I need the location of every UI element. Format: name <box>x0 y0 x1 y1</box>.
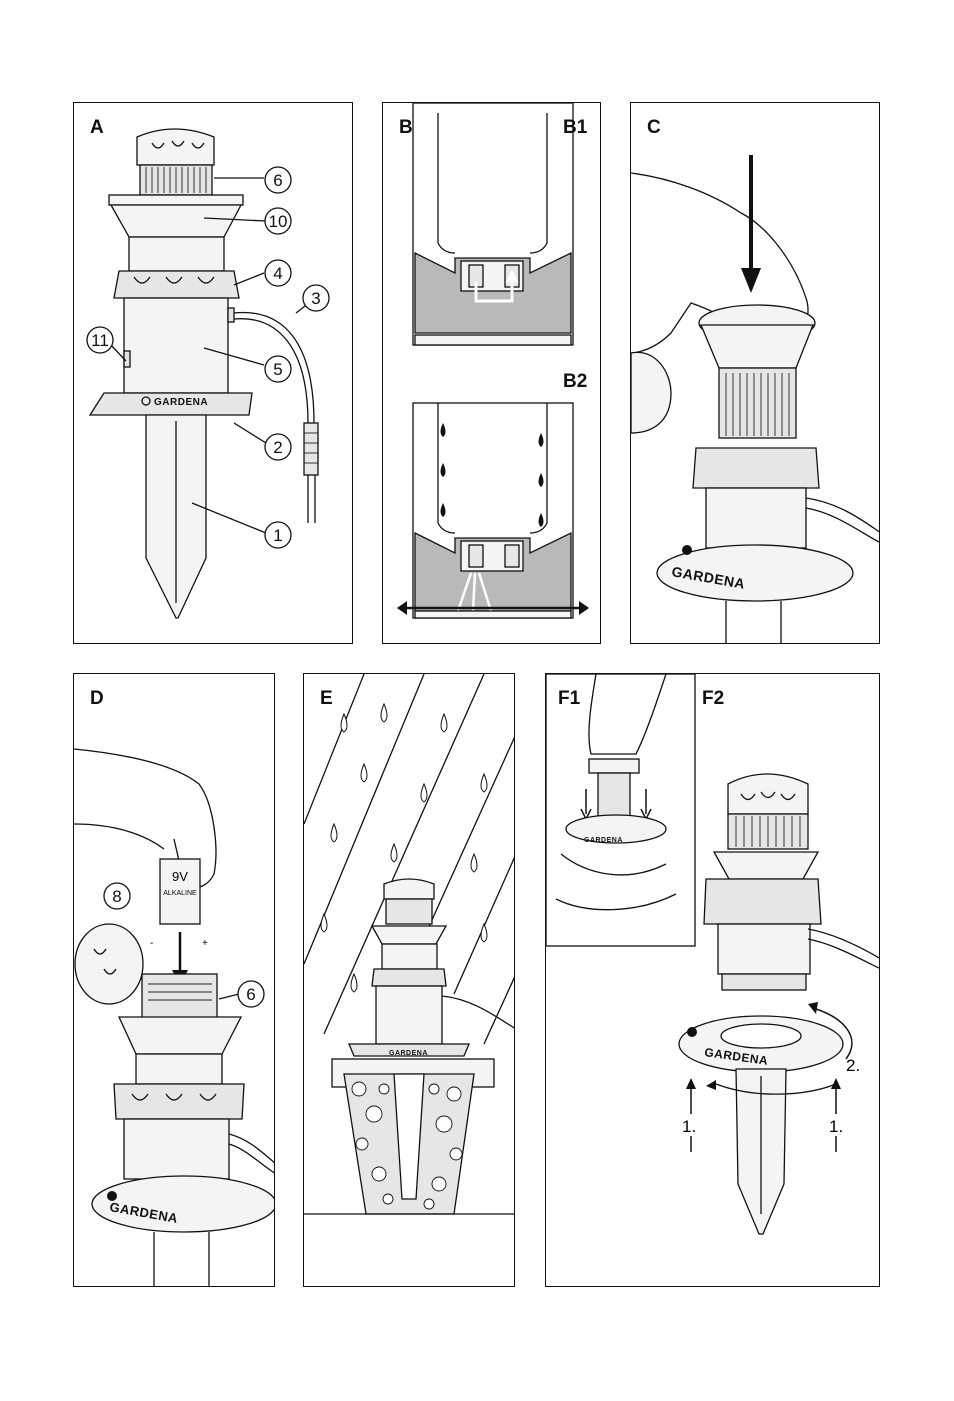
hand-icon <box>588 674 667 755</box>
panel-c-label: C <box>647 117 661 138</box>
battery-type: ALKALINE <box>163 890 197 897</box>
panel-d-label: D <box>90 688 104 709</box>
step-1-label-right: 1. <box>829 1117 843 1136</box>
battery-voltage: 9V <box>172 869 188 884</box>
brand-f1: GARDENA <box>584 837 623 844</box>
brand-a: GARDENA <box>154 397 208 408</box>
panel-b: B B1 B2 <box>382 102 601 644</box>
arrow-up-icon <box>686 1078 696 1089</box>
valve-cross-section <box>397 103 589 619</box>
panel-e-label: E <box>320 688 333 709</box>
callout-3: 3 <box>311 289 320 308</box>
panel-f2-label: F2 <box>702 688 725 709</box>
spike-assembly-illustration: GARDENA GARDENA 2. 1. 1 <box>546 674 879 1235</box>
rotate-arrow-icon <box>815 1008 853 1060</box>
panel-a-label: A <box>90 117 104 138</box>
step-2-label: 2. <box>846 1056 860 1075</box>
panel-f: F1 F2 GARDENA GARDENA 2. <box>545 673 880 1287</box>
callout-8: 8 <box>112 887 121 906</box>
battery-insert-illustration: 9V ALKALINE - + GARDENA 8 6 <box>74 748 274 1286</box>
panel-b1-label: B1 <box>563 117 588 138</box>
callout-6: 6 <box>273 171 282 190</box>
sensor-exploded-view: GARDENA 6 10 4 3 11 5 2 1 <box>86 128 330 619</box>
panel-e: E GARDENA <box>303 673 515 1287</box>
callout-10: 10 <box>269 212 288 231</box>
panel-a: A GARDENA <box>73 102 353 644</box>
panel-b2-label: B2 <box>563 371 588 392</box>
callout-11: 11 <box>91 331 109 350</box>
panel-f1-label: F1 <box>558 688 581 709</box>
battery-minus: - <box>150 938 153 949</box>
callout-5: 5 <box>273 360 282 379</box>
brand-e: GARDENA <box>389 1050 428 1057</box>
panel-b-label: B <box>399 117 413 138</box>
arrow-up-icon <box>831 1078 841 1089</box>
callout-4: 4 <box>273 264 282 283</box>
insert-sensor-illustration: GARDENA <box>631 155 879 643</box>
callout-2: 2 <box>273 438 282 457</box>
installation-in-rain-illustration: GARDENA <box>304 674 514 1215</box>
arrow-down-icon <box>741 268 761 293</box>
panel-d: D 9V ALKALINE - + GARDENA 8 6 <box>73 673 275 1287</box>
step-1-label-left: 1. <box>682 1117 696 1136</box>
panel-c: C GARDENA <box>630 102 880 644</box>
callout-1: 1 <box>273 526 282 545</box>
water-drop-icon <box>320 702 488 993</box>
battery-plus: + <box>202 938 208 949</box>
callout-6: 6 <box>246 985 255 1004</box>
